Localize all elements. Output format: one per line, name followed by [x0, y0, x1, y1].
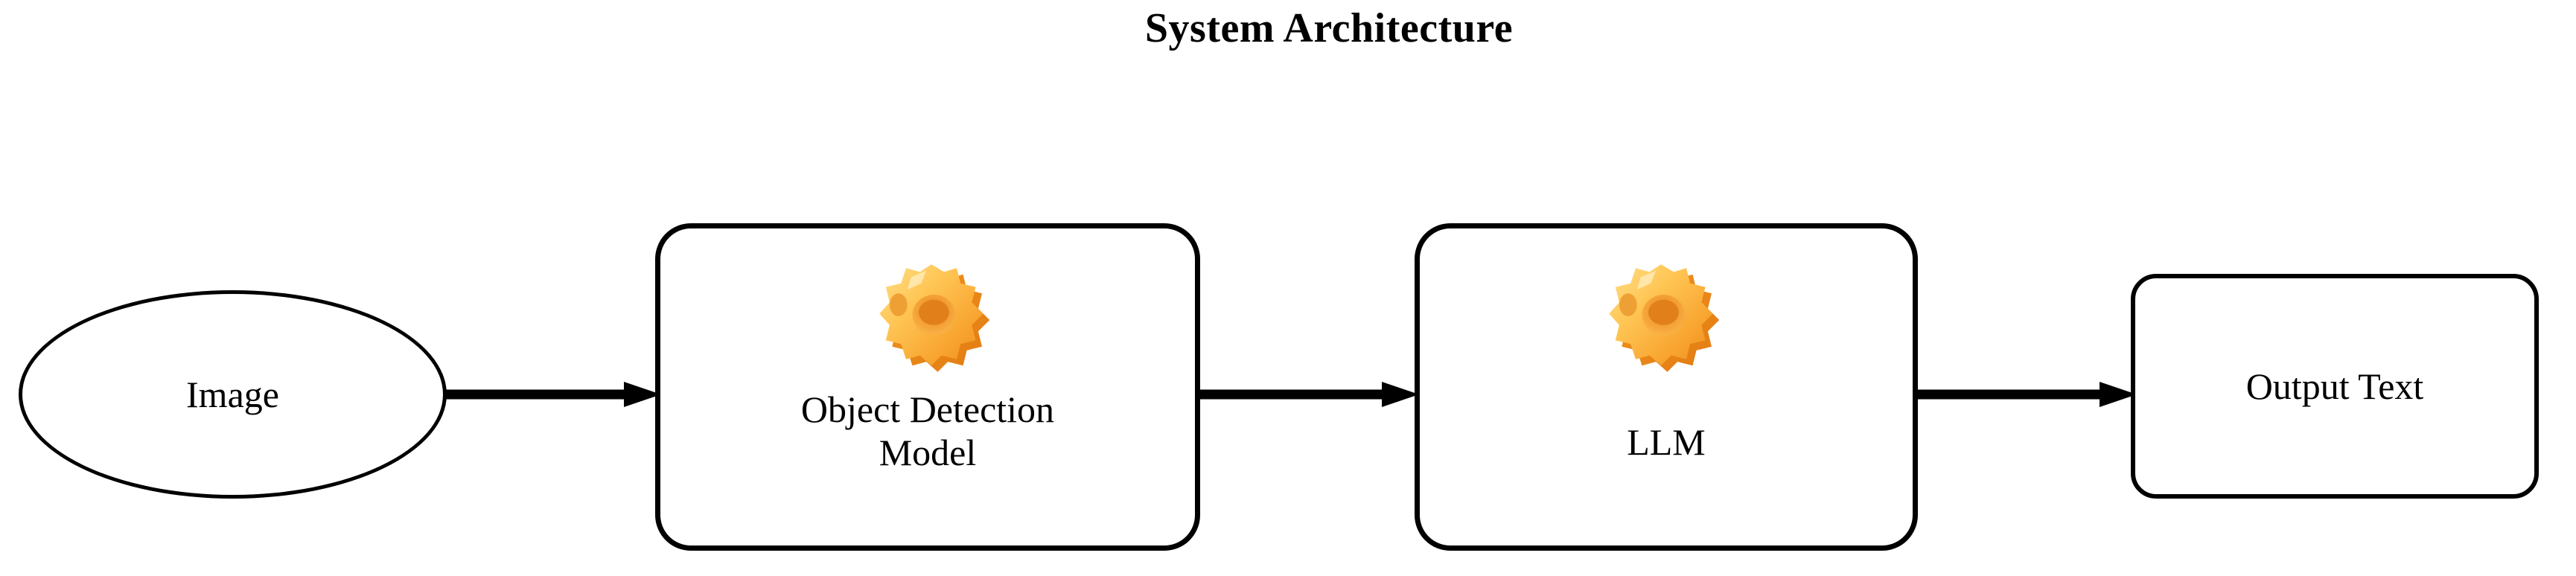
- page-title-text: System Architecture: [1144, 5, 1514, 51]
- node-object-detection-label: Object Detection Model: [800, 388, 1055, 473]
- node-object-detection-model[interactable]: Object Detection Model: [655, 223, 1200, 551]
- node-llm[interactable]: LLM: [1415, 223, 1918, 551]
- node-output-text-label: Output Text: [2245, 365, 2424, 407]
- node-output-text[interactable]: Output Text: [2131, 274, 2539, 499]
- arrow-llm-to-output-text: [1913, 382, 2137, 407]
- gear-icon: [868, 257, 995, 386]
- gear-icon-glyph: [879, 264, 990, 372]
- arrow-image-to-object-detection: [444, 382, 661, 407]
- gear-icon-glyph: [1609, 264, 1720, 372]
- arrow-object-detection-to-llm: [1196, 382, 1419, 407]
- page-title: System Architecture: [0, 4, 2576, 52]
- gear-icon: [1598, 257, 1724, 386]
- node-image[interactable]: Image: [19, 290, 447, 499]
- node-llm-label: LLM: [1627, 421, 1706, 463]
- node-image-label: Image: [186, 374, 279, 415]
